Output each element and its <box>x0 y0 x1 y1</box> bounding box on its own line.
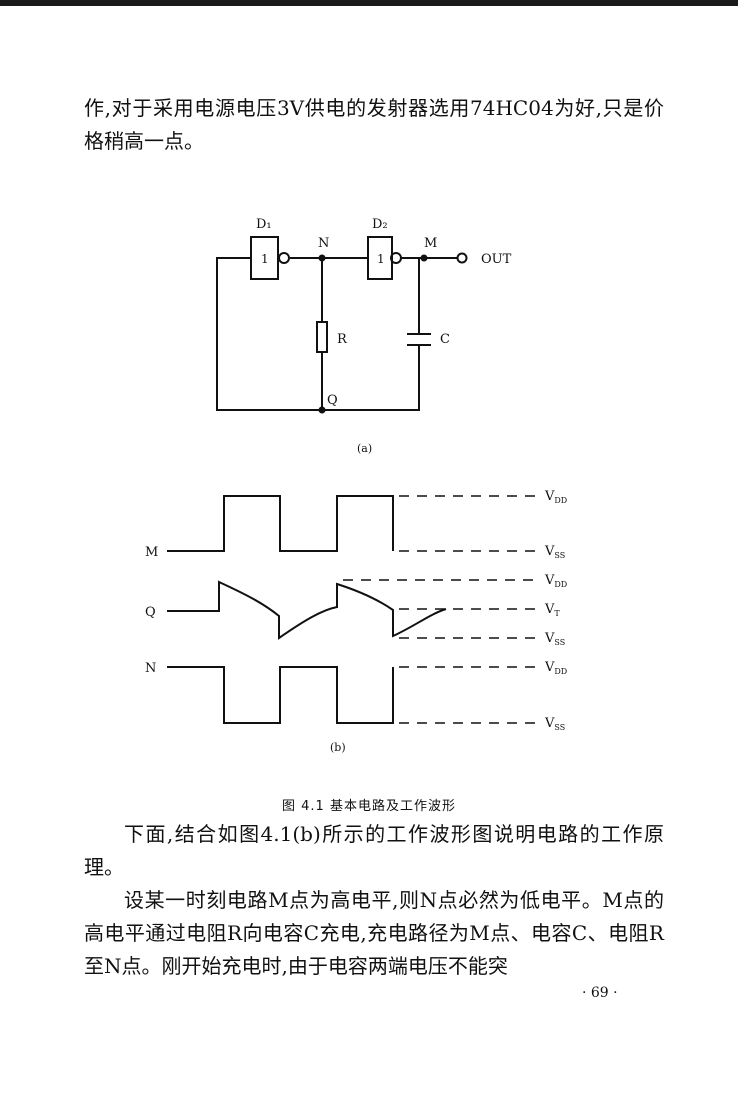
waveform-sublabel: (b) <box>330 741 346 754</box>
junction-m <box>420 254 428 262</box>
signal-m-label: M <box>145 545 158 560</box>
level-vt-q: VT <box>544 602 560 618</box>
waveform-diagram <box>167 495 447 724</box>
level-vss-m: VSS <box>544 544 565 560</box>
waveform-n <box>167 666 394 724</box>
circuit-sublabel: (a) <box>357 442 372 455</box>
resistor-label: R <box>337 332 348 347</box>
signal-n-label: N <box>145 661 156 676</box>
waveform-m <box>167 495 394 552</box>
junction-n <box>318 254 326 262</box>
gate-d1-bubble <box>278 252 290 264</box>
out-terminal <box>456 252 468 264</box>
level-vdd-q: VDD <box>544 573 567 589</box>
gate-d1-label: D₁ <box>256 217 272 232</box>
figure-caption: 图 4.1 基本电路及工作波形 <box>282 799 456 814</box>
paragraph-3: 设某一时刻电路M点为高电平,则N点必然为低电平。M点的高电平通过电阻R向电容C充… <box>84 888 664 978</box>
level-vdd-n: VDD <box>544 660 567 676</box>
junction-q <box>318 406 326 414</box>
paragraph-2: 下面,结合如图4.1(b)所示的工作波形图说明电路的工作原理。 <box>84 822 664 879</box>
gate-d2-label: D₂ <box>372 217 388 232</box>
page-number: · 69 · <box>582 985 618 1001</box>
level-vss-n: VSS <box>544 716 565 732</box>
signal-q-label: Q <box>145 605 156 620</box>
gate-d1-symbol: 1 <box>261 252 269 266</box>
node-n-label: N <box>318 236 329 251</box>
node-q-label: Q <box>327 393 338 408</box>
paragraph-1: 作,对于采用电源电压3V供电的发射器选用74HC04为好,只是价格稍高一点。 <box>84 96 664 153</box>
gate-d2-symbol: 1 <box>377 252 385 266</box>
node-m-label: M <box>424 236 437 251</box>
out-label: OUT <box>481 252 512 267</box>
resistor-r <box>316 321 328 353</box>
level-vss-q: VSS <box>544 631 565 647</box>
capacitor-label: C <box>440 332 450 347</box>
gate-d2-bubble <box>390 252 402 264</box>
waveform-q <box>167 580 447 640</box>
page-top-border <box>0 0 738 6</box>
circuit-diagram <box>216 236 468 411</box>
feedback-wire <box>216 257 420 411</box>
level-vdd-m: VDD <box>544 489 567 505</box>
